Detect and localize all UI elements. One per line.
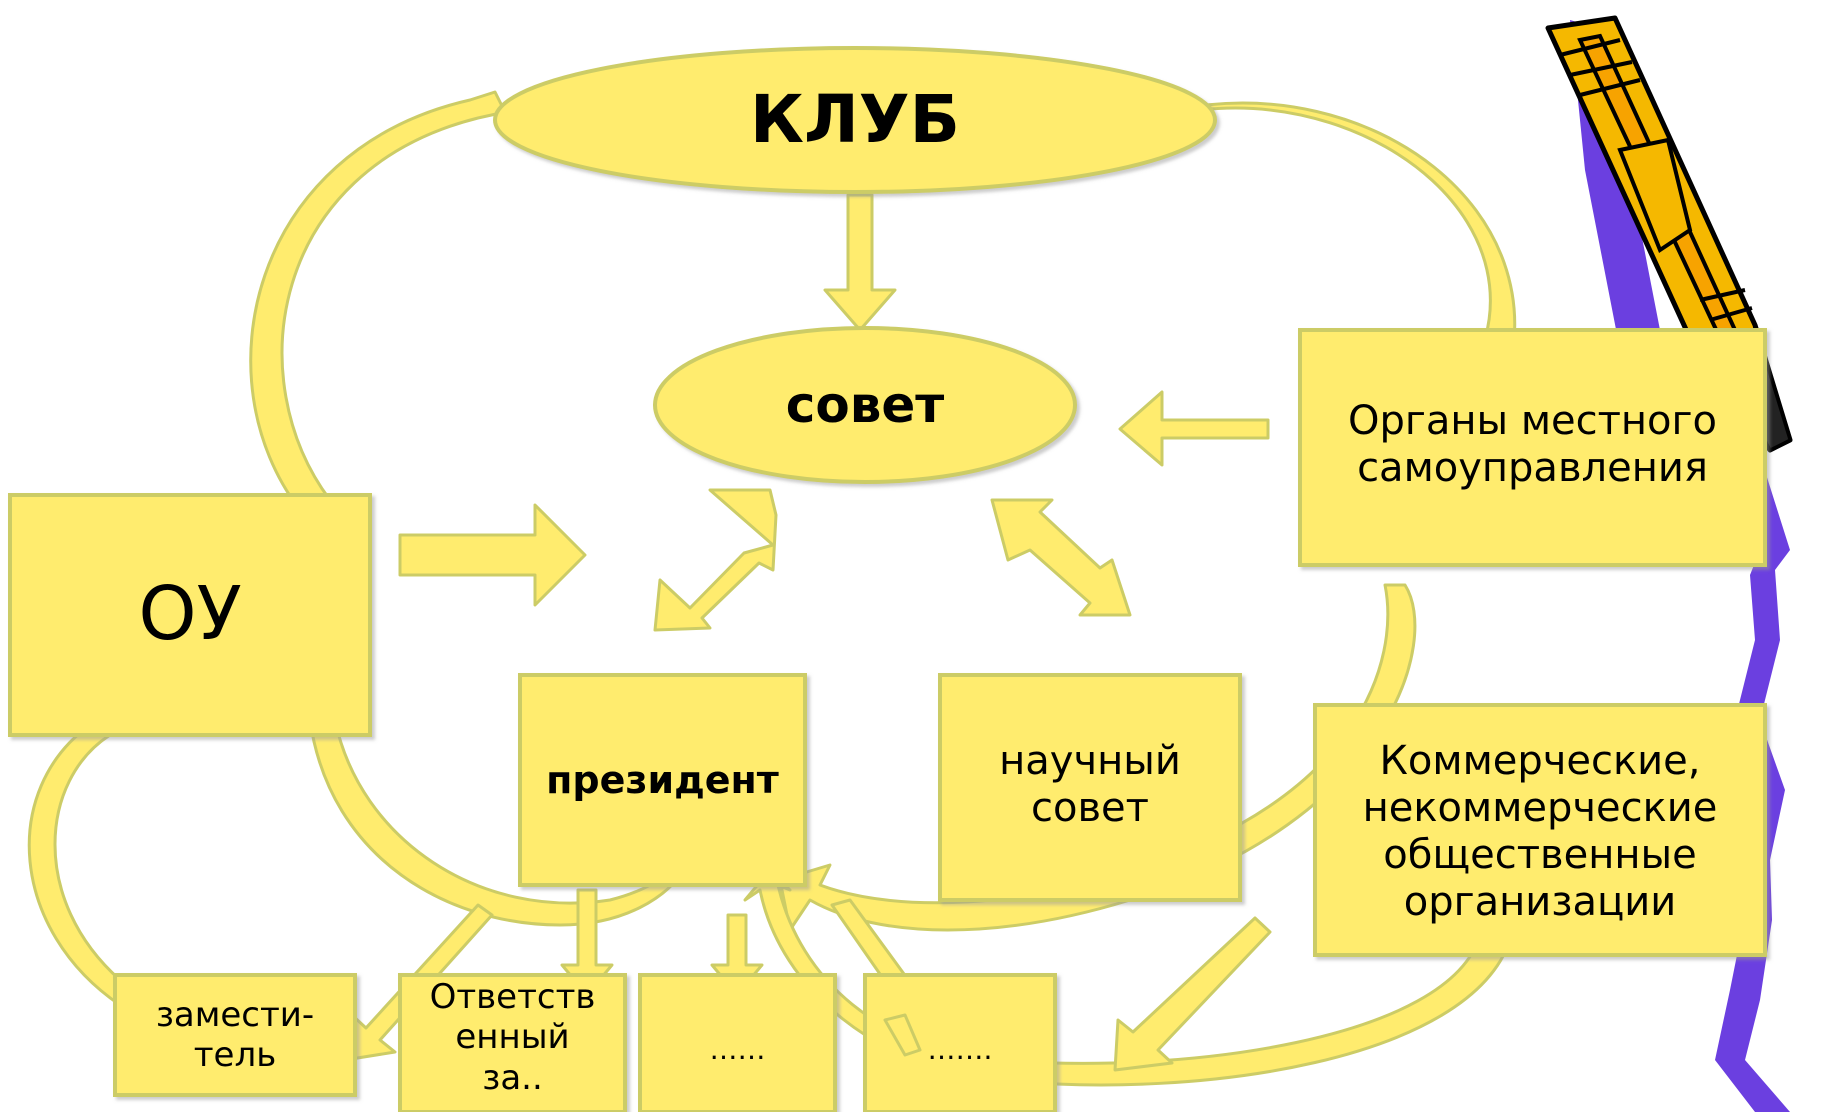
arrow-org-to-blank	[1113, 916, 1272, 1072]
node-science-council	[938, 673, 1242, 902]
node-blank-two	[863, 973, 1057, 1112]
node-deputy	[113, 973, 357, 1097]
double-arrow-council-science	[990, 498, 1132, 617]
node-club	[493, 46, 1217, 194]
double-arrow-council-president	[653, 488, 778, 632]
curved-arrow-ou-to-deputy	[27, 723, 152, 1007]
arrow-ou-right	[398, 503, 587, 607]
curved-arrow-ou-to-club	[249, 90, 507, 512]
arrow-overlay-blank-two	[883, 1013, 922, 1057]
node-organizations	[1313, 703, 1767, 957]
arrow-club-to-council	[823, 193, 897, 332]
node-blank-one	[638, 973, 837, 1112]
node-responsible	[398, 973, 627, 1112]
node-ou	[8, 493, 372, 737]
node-council	[653, 326, 1077, 484]
arrow-local-to-council	[1118, 390, 1270, 467]
node-local-government	[1298, 328, 1767, 567]
node-president	[518, 673, 807, 887]
